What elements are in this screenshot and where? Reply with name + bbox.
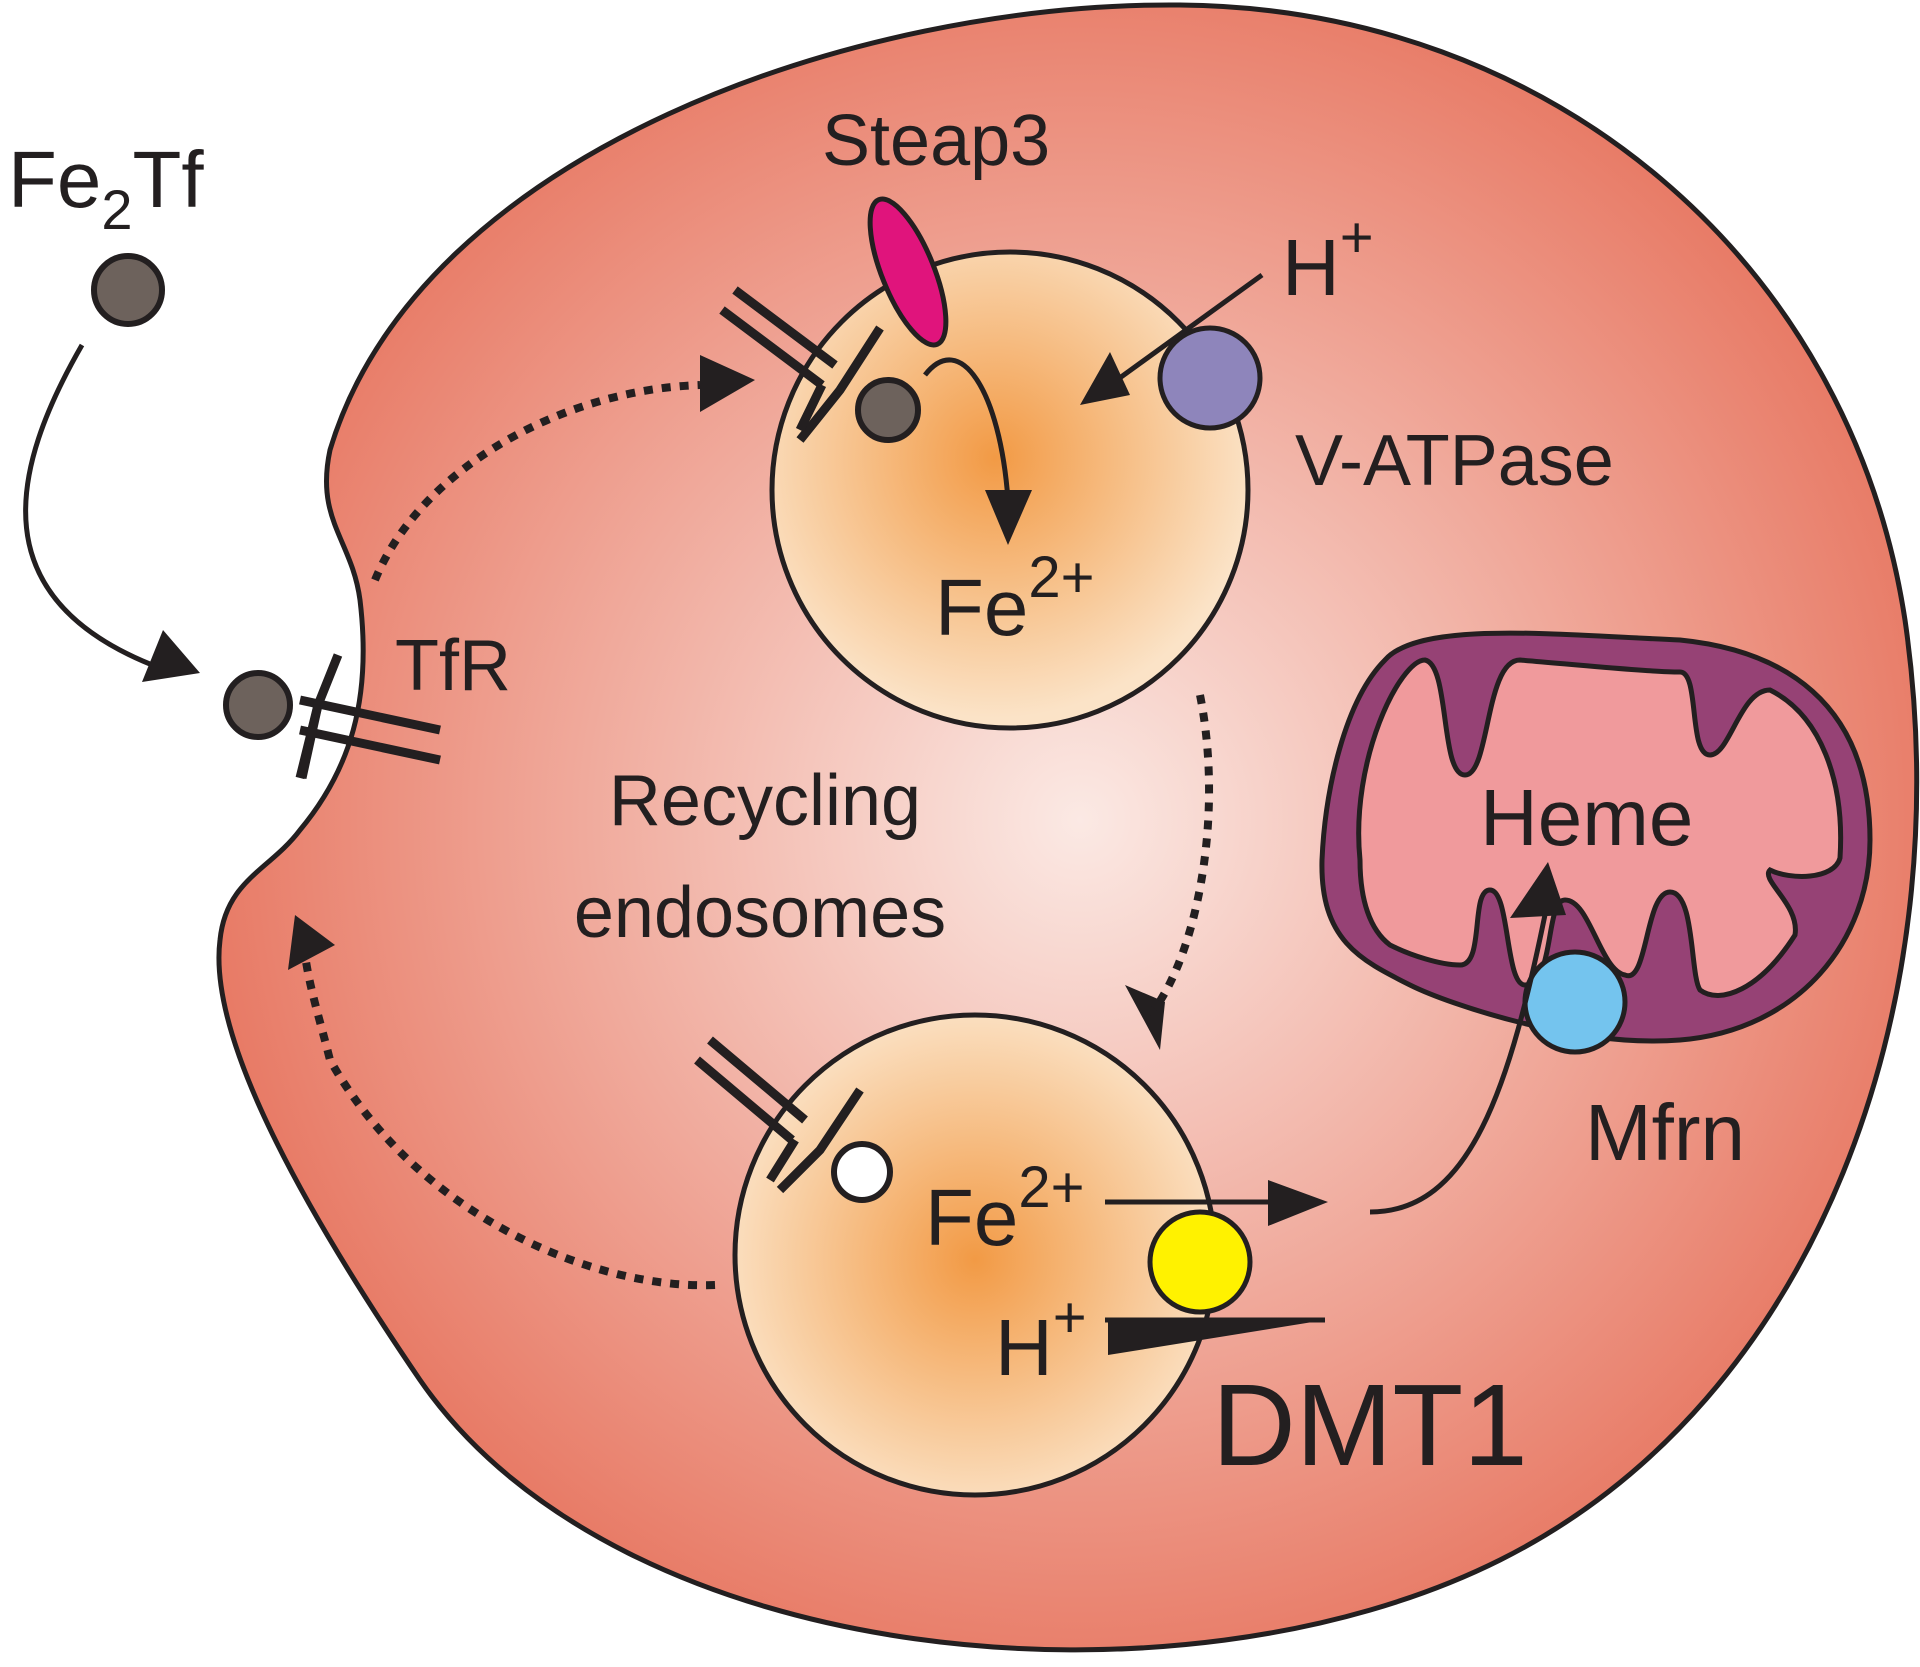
label-heme: Heme	[1480, 773, 1693, 862]
arrowhead-to-bottom-endosome	[1125, 985, 1165, 1050]
label-v-atpase: V-ATPase	[1295, 421, 1614, 501]
label-tfr: TfR	[395, 626, 511, 706]
dotted-arrow-to-bottom-endosome	[1146, 694, 1214, 1018]
fe2tf-particle-endosome	[855, 377, 921, 443]
arrow-fe-to-mito	[1369, 899, 1551, 1215]
arrow-binding	[23, 343, 161, 671]
label-fe2tf: Fe2Tf	[8, 135, 204, 241]
label-recycling-endosomes: Recycling endosomes	[574, 761, 946, 953]
apo-transferrin-particle	[831, 1141, 893, 1203]
arrowhead-reduction	[985, 490, 1032, 545]
label-dmt1: DMT1	[1212, 1360, 1528, 1490]
arrow-proton-in-top	[1108, 272, 1264, 388]
label-mfrn: Mfrn	[1585, 1088, 1745, 1177]
mitochondrion	[1319, 630, 1873, 1044]
steap3-protein	[867, 196, 949, 348]
tfr-receptor-endosome-top	[719, 286, 884, 443]
label-fe2-bottom: Fe2+	[925, 1155, 1085, 1262]
v-atpase-pump	[1157, 325, 1263, 431]
arrowhead-binding	[142, 630, 200, 682]
cell-membrane	[216, 2, 1920, 1653]
mfrn-transporter	[1522, 949, 1628, 1055]
arrowhead-to-heme	[1510, 862, 1566, 918]
fe2tf-particle-bound	[223, 670, 293, 740]
arrowhead-recycling	[288, 915, 335, 970]
tfr-receptor-membrane	[295, 653, 441, 780]
arrowhead-proton-bottom	[1108, 1320, 1325, 1355]
label-fe2-top: Fe2+	[935, 545, 1095, 652]
arrowhead-fe-export	[1268, 1180, 1328, 1226]
arrow-steap3-reduction	[923, 357, 1011, 501]
label-h-plus-top: H+	[1282, 205, 1374, 312]
arrowhead-proton-top	[1080, 352, 1130, 405]
arrowhead-endocytosis	[700, 355, 755, 412]
dmt1-transporter	[1147, 1209, 1253, 1315]
fe2tf-particle-free	[91, 253, 165, 327]
label-h-plus-bottom: H+	[995, 1285, 1087, 1392]
dotted-arrow-recycling	[301, 954, 716, 1290]
label-steap3: Steap3	[822, 101, 1050, 181]
tfr-receptor-endosome-bottom	[694, 1036, 864, 1194]
